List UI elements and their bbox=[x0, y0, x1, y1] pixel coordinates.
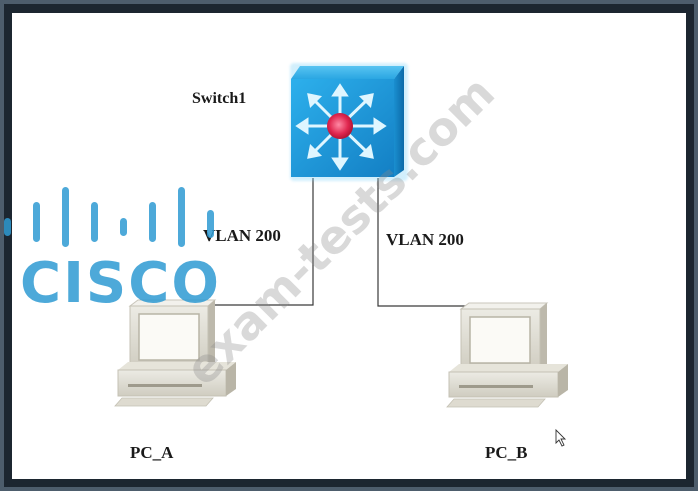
mouse-pointer-icon bbox=[555, 428, 567, 447]
link-switch-to-pc-a bbox=[212, 178, 314, 306]
cisco-bars-icon bbox=[4, 187, 214, 247]
pc-b-label: PC_B bbox=[485, 443, 528, 462]
pc-a-icon bbox=[114, 299, 236, 407]
vlan-label-left: VLAN 200 bbox=[203, 226, 281, 245]
cisco-logo: CISCO bbox=[4, 187, 221, 316]
layer3-switch-icon bbox=[290, 63, 408, 181]
cisco-logo-text: CISCO bbox=[20, 251, 221, 316]
pc-b-icon bbox=[446, 302, 568, 408]
pc-a-label: PC_A bbox=[130, 443, 174, 462]
link-switch-to-pc-b bbox=[377, 178, 473, 307]
vlan-label-right: VLAN 200 bbox=[386, 230, 464, 249]
switch-label: Switch1 bbox=[192, 90, 246, 107]
links bbox=[212, 178, 473, 307]
